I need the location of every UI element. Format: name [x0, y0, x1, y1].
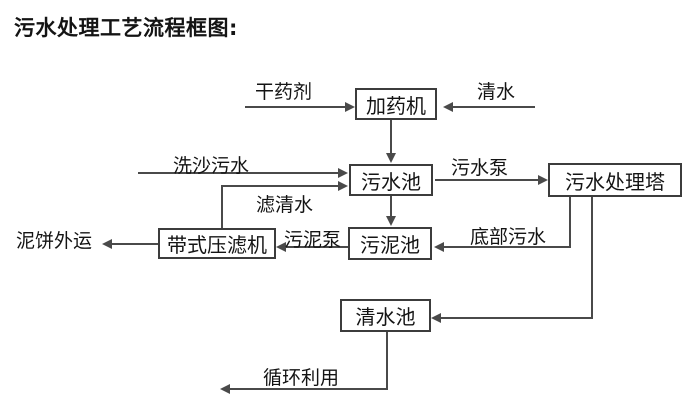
edge-sewage-to-sludge-line	[390, 196, 392, 216]
edge-bottom-sewage-vline	[569, 197, 571, 247]
node-treatment-tower: 污水处理塔	[548, 163, 682, 197]
edge-filtered-water-arrowhead-icon	[338, 181, 348, 191]
edge-sewage-to-sludge-arrowhead-icon	[386, 216, 396, 226]
edge-label-sludge-pump: 污泥泵	[284, 229, 342, 251]
edge-tower-to-clean-arrowhead-icon	[431, 313, 441, 323]
node-belt-filter-press: 带式压滤机	[158, 228, 276, 259]
node-dosing-machine: 加药机	[355, 88, 437, 120]
edge-sand-washing-line	[138, 172, 338, 174]
edge-label-recycle-use: 循环利用	[263, 367, 340, 389]
edge-dosing-to-sewage-line	[390, 120, 392, 153]
edge-mud-cake-arrowhead-icon	[102, 239, 112, 249]
node-sludge-pool: 污泥池	[348, 227, 432, 260]
edge-label-sewage-pump: 污水泵	[451, 157, 509, 179]
edge-sludge-pump-line	[286, 246, 348, 248]
edge-sludge-pump-arrowhead-icon	[276, 242, 286, 252]
edge-dry-agent-line	[245, 106, 346, 108]
edge-label-bottom-sewage: 底部污水	[470, 226, 547, 248]
edge-tower-to-clean-vline	[591, 197, 593, 318]
edge-dosing-to-sewage-arrowhead-icon	[386, 153, 396, 163]
edge-bottom-sewage-hline	[444, 246, 571, 248]
edge-label-clean-water: 清水	[477, 81, 516, 103]
edge-filtered-water-hline	[221, 185, 338, 187]
edge-sand-washing-arrowhead-icon	[338, 168, 348, 178]
edge-sewage-pump-arrowhead-icon	[538, 175, 548, 185]
node-sewage-pool: 污水池	[349, 164, 433, 196]
edge-clean-water-arrowhead-icon	[443, 102, 453, 112]
edge-label-filtered-water: 滤清水	[256, 194, 314, 216]
edge-recycle-hline	[230, 388, 388, 390]
edge-tower-to-clean-hline	[441, 317, 593, 319]
edge-dry-agent-arrowhead-icon	[345, 102, 355, 112]
edge-bottom-sewage-arrowhead-icon	[434, 242, 444, 252]
node-clean-water-pool: 清水池	[340, 299, 431, 332]
edge-label-dry-agent: 干药剂	[255, 81, 313, 103]
edge-label-sand-washing-sewage: 洗沙污水	[173, 155, 250, 177]
edge-clean-water-line	[453, 106, 535, 108]
edge-sewage-pump-line	[435, 179, 538, 181]
edge-label-mud-cake-out: 泥饼外运	[16, 230, 93, 252]
edge-recycle-arrowhead-icon	[220, 384, 230, 394]
diagram-title: 污水处理工艺流程框图:	[14, 16, 238, 40]
edge-mud-cake-line	[112, 243, 158, 245]
edge-filtered-water-vline	[221, 186, 223, 228]
edge-recycle-vline	[386, 332, 388, 389]
